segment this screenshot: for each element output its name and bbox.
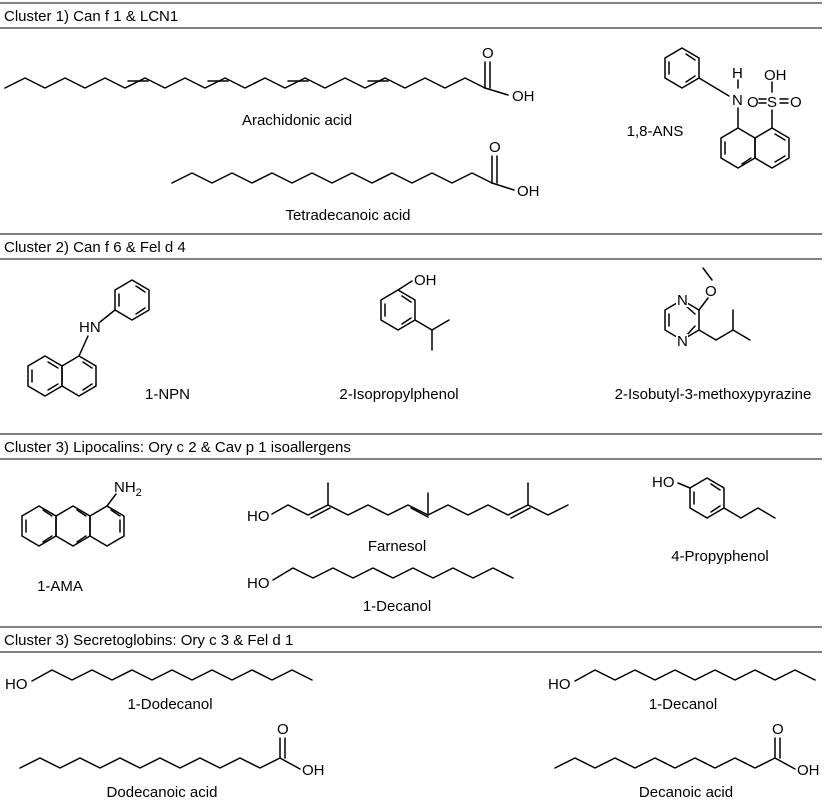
atom-ho: HO xyxy=(247,508,270,525)
dodecanoic-acid-structure: O OH xyxy=(19,721,325,779)
ama-structure: NH2 xyxy=(21,479,142,547)
atom-oh: OH xyxy=(302,762,325,779)
farnesol-structure: HO xyxy=(247,482,569,525)
decanol-structure-c4: HO xyxy=(548,669,816,693)
section-title-2: Cluster 2) Can f 6 & Fel d 4 xyxy=(4,239,186,256)
atom-oh: OH xyxy=(517,183,540,200)
atom-ho: HO xyxy=(548,676,571,693)
propyphenol-structure: HO xyxy=(652,474,776,519)
dodecanol-structure: HO xyxy=(5,669,313,693)
atom-n: N xyxy=(677,292,688,309)
atom-n: N xyxy=(732,92,743,109)
caption-ibmp: 2-Isobutyl-3-methoxypyrazine xyxy=(615,386,812,403)
atom-hn: HN xyxy=(79,319,101,336)
caption-decanoic-acid: Decanoic acid xyxy=(639,784,733,801)
caption-dodecanoic-acid: Dodecanoic acid xyxy=(107,784,218,801)
caption-propyphenol: 4-Propyphenol xyxy=(671,548,769,565)
atom-oh: OH xyxy=(797,762,820,779)
atom-oh: OH xyxy=(414,272,437,289)
section-header-3: Cluster 3) Lipocalins: Ory c 2 & Cav p 1… xyxy=(0,433,822,460)
caption-npn: 1-NPN xyxy=(145,386,190,403)
atom-o-carbonyl: O xyxy=(489,139,501,156)
caption-isopropylphenol: 2-Isopropylphenol xyxy=(339,386,458,403)
section-title-4: Cluster 3) Secretoglobins: Ory c 3 & Fel… xyxy=(4,632,293,649)
atom-h: H xyxy=(732,65,743,82)
ans-structure: N H S OH O O xyxy=(664,47,802,169)
caption-arachidonic-acid: Arachidonic acid xyxy=(242,112,352,129)
section-header-4: Cluster 3) Secretoglobins: Ory c 3 & Fel… xyxy=(0,626,822,653)
atom-o: O xyxy=(747,94,759,111)
npn-structure: HN xyxy=(27,279,150,397)
section-title-3: Cluster 3) Lipocalins: Ory c 2 & Cav p 1… xyxy=(4,439,351,456)
tetradecanoic-acid-structure: O OH xyxy=(171,139,540,200)
atom-o-carbonyl: O xyxy=(482,45,494,62)
atom-oh: OH xyxy=(512,88,535,105)
section-header-1: Cluster 1) Can f 1 & LCN1 xyxy=(0,2,822,29)
atom-ho: HO xyxy=(652,474,675,491)
decanol-structure-c3: HO xyxy=(247,567,514,592)
caption-decanol-c3: 1-Decanol xyxy=(363,598,431,615)
section-title-1: Cluster 1) Can f 1 & LCN1 xyxy=(4,8,178,25)
atom-n: N xyxy=(677,333,688,350)
caption-ama: 1-AMA xyxy=(37,578,83,595)
atom-o: O xyxy=(705,283,717,300)
atom-ho: HO xyxy=(5,676,28,693)
atom-o-carbonyl: O xyxy=(277,721,289,738)
atom-o-carbonyl: O xyxy=(772,721,784,738)
caption-farnesol: Farnesol xyxy=(368,538,426,555)
arachidonic-acid-structure: O OH xyxy=(4,45,535,105)
atom-s: S xyxy=(767,94,777,111)
caption-ans: 1,8-ANS xyxy=(627,123,684,140)
isopropylphenol-structure: OH xyxy=(380,272,450,351)
decanoic-acid-structure: O OH xyxy=(554,721,820,779)
caption-decanol-c4: 1-Decanol xyxy=(649,696,717,713)
atom-ho: HO xyxy=(247,575,270,592)
caption-dodecanol: 1-Dodecanol xyxy=(127,696,212,713)
section-header-2: Cluster 2) Can f 6 & Fel d 4 xyxy=(0,233,822,260)
caption-tetradecanoic-acid: Tetradecanoic acid xyxy=(285,207,410,224)
atom-nh2: NH2 xyxy=(114,479,142,499)
atom-oh: OH xyxy=(764,67,787,84)
ibmp-structure: N N O xyxy=(664,267,751,350)
atom-o: O xyxy=(790,94,802,111)
